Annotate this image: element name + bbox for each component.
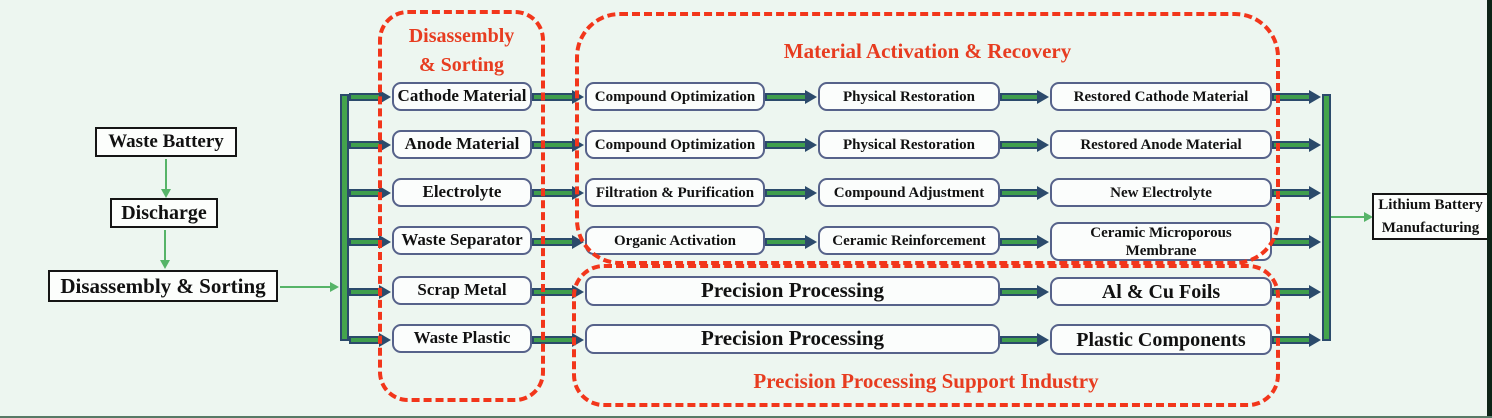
flow-arrow <box>532 336 574 344</box>
recovery-step2-node: Physical Restoration <box>818 82 1000 111</box>
recovery-step1-node: Filtration & Purification <box>585 178 765 207</box>
collect-arrow <box>1272 238 1311 246</box>
recovery-step2-node: Compound Adjustment <box>818 178 1000 207</box>
recovery-step2-node: Physical Restoration <box>818 130 1000 159</box>
branch-arrow <box>349 189 381 197</box>
flow-arrow <box>532 141 574 149</box>
branch-arrow <box>349 238 381 246</box>
support-group-title: Precision Processing Support Industry <box>753 369 1099 393</box>
flow-arrow <box>765 141 807 149</box>
flow-arrow <box>1000 189 1039 197</box>
recovery-output-node: New Electrolyte <box>1050 178 1272 207</box>
precision-processing-node: Precision Processing <box>585 276 1000 306</box>
flow-arrow <box>765 93 807 101</box>
flow-arrow <box>532 288 574 296</box>
sorting-item-cathode-material: Cathode Material <box>392 82 532 111</box>
recovery-step2-node: Ceramic Reinforcement <box>818 226 1000 255</box>
branch-arrow <box>349 93 381 101</box>
right-arrow <box>280 282 339 292</box>
sorting-item-anode-material: Anode Material <box>392 130 532 159</box>
sorting-item-waste-separator: Waste Separator <box>392 226 532 255</box>
collect-arrow <box>1272 336 1311 344</box>
down-arrow <box>160 230 170 269</box>
sorting-group-title: Disassembly & Sorting <box>378 22 545 80</box>
branch-arrow <box>349 288 381 296</box>
recovery-step1-node: Compound Optimization <box>585 130 765 159</box>
flow-arrow <box>532 93 574 101</box>
collect-arrow <box>1272 141 1311 149</box>
branch-arrow <box>349 141 381 149</box>
right-edge-strip <box>1487 0 1492 418</box>
al-cu-foils-node: Al & Cu Foils <box>1050 277 1272 306</box>
flow-arrow <box>532 189 574 197</box>
flow-arrow <box>1000 238 1039 246</box>
sorting-title-line1: Disassembly <box>408 25 515 47</box>
branch-arrow <box>349 336 381 344</box>
collect-arrow <box>1272 93 1311 101</box>
recovery-output-node: Ceramic Microporous Membrane <box>1050 222 1272 261</box>
right-bus-bar <box>1322 94 1331 341</box>
lithium-battery-manufacturing-node: Lithium Battery Manufacturing <box>1372 193 1489 240</box>
final-output-line1: Lithium Battery <box>1378 197 1483 213</box>
bottom-edge-line <box>0 416 1492 418</box>
sorting-item-electrolyte: Electrolyte <box>392 178 532 207</box>
flow-arrow <box>1000 288 1039 296</box>
flow-arrow <box>1000 93 1039 101</box>
collect-arrow <box>1272 189 1311 197</box>
flow-arrow <box>765 189 807 197</box>
discharge-node: Discharge <box>110 198 218 228</box>
flow-arrow <box>1000 141 1039 149</box>
recovery-output-node: Restored Anode Material <box>1050 130 1272 159</box>
waste-battery-node: Waste Battery <box>95 127 237 157</box>
collect-arrow <box>1272 288 1311 296</box>
recovery-step1-node: Compound Optimization <box>585 82 765 111</box>
flow-arrow <box>765 238 807 246</box>
plastic-components-node: Plastic Components <box>1050 324 1272 355</box>
down-arrow <box>161 159 171 198</box>
flow-arrow <box>1000 336 1039 344</box>
sorting-item-scrap-metal: Scrap Metal <box>392 276 532 305</box>
flow-arrow <box>532 238 574 246</box>
recovery-step1-node: Organic Activation <box>585 226 765 255</box>
recovery-group-title: Material Activation & Recovery <box>783 39 1072 63</box>
left-bus-bar <box>340 94 349 341</box>
sorting-item-waste-plastic: Waste Plastic <box>392 324 532 353</box>
right-arrow <box>1331 212 1373 222</box>
disassembly-sorting-node: Disassembly & Sorting <box>48 270 278 302</box>
final-output-line2: Manufacturing <box>1381 219 1480 236</box>
recovery-output-node: Restored Cathode Material <box>1050 82 1272 111</box>
precision-processing-node: Precision Processing <box>585 324 1000 354</box>
sorting-title-line2: & Sorting <box>419 54 504 76</box>
